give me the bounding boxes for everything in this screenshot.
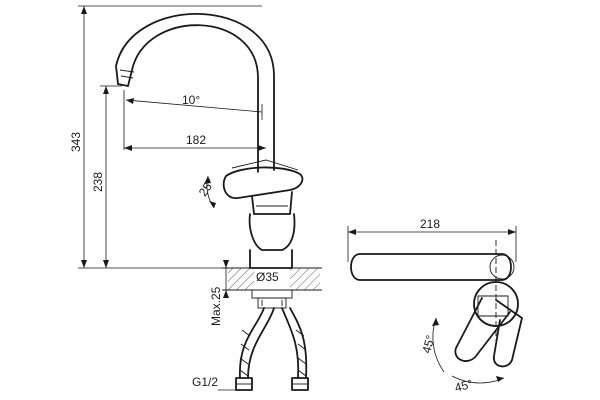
top-spout xyxy=(350,253,515,281)
faucet-body xyxy=(222,159,304,269)
dim-height-spout: 238 xyxy=(91,85,122,268)
counter-max-label: Max.25 xyxy=(209,286,223,326)
dim-height-total: 343 xyxy=(69,5,262,269)
handle-angle: 25° xyxy=(196,176,218,209)
hole-diameter-label: Ø35 xyxy=(256,270,279,284)
top-handle xyxy=(454,281,523,368)
dim-spout-angle: 10° xyxy=(123,90,263,150)
angle-left-label: 45° xyxy=(419,333,437,354)
reach-label: 182 xyxy=(186,133,206,147)
spout xyxy=(115,13,275,173)
dim-counter-thickness: Max.25 xyxy=(209,260,229,326)
top-length-label: 218 xyxy=(420,217,440,231)
spout-angle-label: 10° xyxy=(182,93,200,107)
mounting-hardware xyxy=(251,289,293,309)
side-view: 25° Ø35 xyxy=(69,5,322,391)
countertop: Ø35 xyxy=(222,267,322,291)
height-spout-label: 238 xyxy=(91,172,105,192)
flexible-hoses xyxy=(235,307,309,391)
dim-reach: 182 xyxy=(124,133,266,151)
height-total-label: 343 xyxy=(69,132,83,152)
angle-right-label: 45° xyxy=(453,377,474,395)
thread-callout: G1/2 xyxy=(192,375,238,391)
handle-angle-label: 25° xyxy=(196,176,218,199)
thread-label: G1/2 xyxy=(192,375,218,389)
top-angles: 45° 45° xyxy=(419,317,505,395)
top-view: 45° 45° 218 xyxy=(347,217,523,395)
dim-top-length: 218 xyxy=(347,217,517,262)
